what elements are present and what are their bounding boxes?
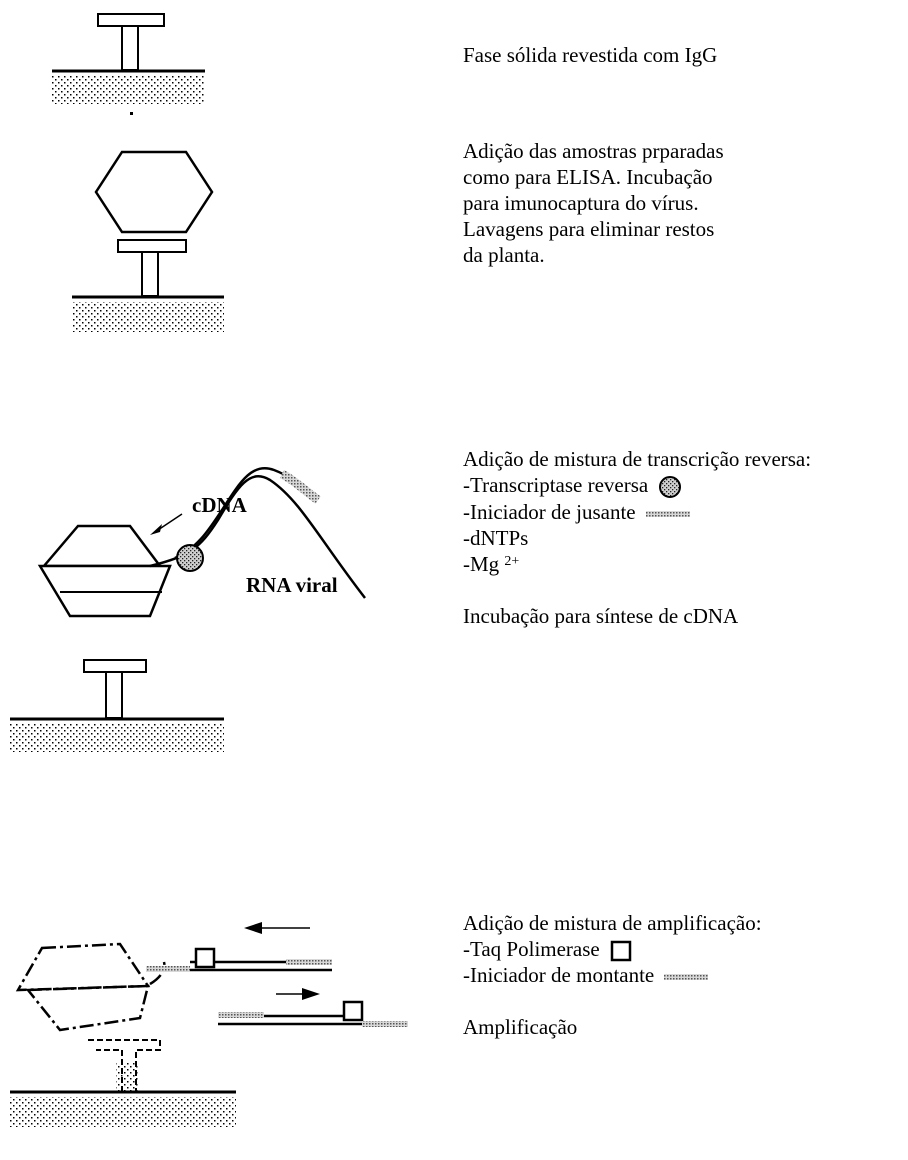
solid-surface-stipple bbox=[10, 1097, 236, 1127]
reverse-transcription-figure: cDNA RNA viral bbox=[10, 467, 366, 752]
virus-particle-icon bbox=[94, 150, 214, 234]
step-2-line: como para ELISA. Incubação bbox=[463, 165, 713, 189]
hatched-bar-icon bbox=[664, 974, 709, 981]
step-2-line: para imunocaptura do vírus. bbox=[463, 191, 699, 215]
step-3-item-enzyme: -Transcriptase reversa bbox=[463, 472, 811, 499]
step-4-text: Adição de mistura de amplificação: -Taq … bbox=[463, 910, 762, 1040]
step-3-item-primer: -Iniciador de jusante bbox=[463, 499, 811, 525]
step-4-note: Amplificação bbox=[463, 1015, 578, 1040]
amplicon-lower-strand bbox=[218, 988, 408, 1027]
rna-viral-label: RNA viral bbox=[246, 573, 338, 597]
step-2-line: da planta. bbox=[463, 243, 545, 267]
virus-capture-figure bbox=[72, 150, 224, 332]
step-3-item-dntps: -dNTPs bbox=[463, 526, 529, 551]
step-4-item-primer: -Iniciador de montante bbox=[463, 962, 762, 988]
solid-surface-stipple bbox=[10, 724, 224, 752]
step-2-line: Adição das amostras prparadas bbox=[463, 139, 724, 163]
step-3-title: Adição de mistura de transcrição reversa… bbox=[463, 447, 812, 471]
step-4-title: Adição de mistura de amplificação: bbox=[463, 911, 762, 935]
step-3-text: Adição de mistura de transcrição reversa… bbox=[463, 446, 811, 629]
direction-arrow bbox=[157, 513, 183, 531]
antibody-igg-icon bbox=[97, 13, 165, 71]
square-icon bbox=[610, 940, 631, 962]
solid-surface-stipple bbox=[72, 302, 224, 332]
step-1-text: Fase sólida revestida com IgG bbox=[463, 43, 718, 67]
amplification-figure bbox=[10, 922, 408, 1127]
step-2-panel: Adição das amostras prparadas como para … bbox=[0, 0, 908, 360]
cdna-label: cDNA bbox=[192, 493, 248, 517]
solid-phase-igg-figure bbox=[52, 13, 205, 115]
primer-hatched-icon bbox=[279, 469, 321, 504]
step-3-item-mg: -Mg 2+ bbox=[463, 552, 520, 577]
reverse-transcriptase-icon bbox=[176, 544, 204, 572]
solid-surface-stipple bbox=[52, 76, 205, 104]
step-2-line: Lavagens para eliminar restos bbox=[463, 217, 715, 241]
amplicon-upper-strand bbox=[146, 922, 332, 972]
hatched-bar-icon bbox=[645, 511, 690, 518]
step-1-panel: Fase sólida revestida com IgG bbox=[0, 0, 908, 120]
step-3-note: Incubação para síntese de cDNA bbox=[463, 604, 739, 629]
step-3-panel: cDNA RNA viral Adição de mistura de tran… bbox=[10, 446, 811, 752]
dissociated-virus-icon bbox=[15, 942, 166, 1032]
stippled-circle-icon bbox=[659, 476, 682, 499]
step-4-item-enzyme: -Taq Polimerase bbox=[463, 936, 762, 962]
antibody-igg-icon bbox=[83, 659, 147, 719]
step-2-text: Adição das amostras prparadas como para … bbox=[463, 138, 724, 268]
